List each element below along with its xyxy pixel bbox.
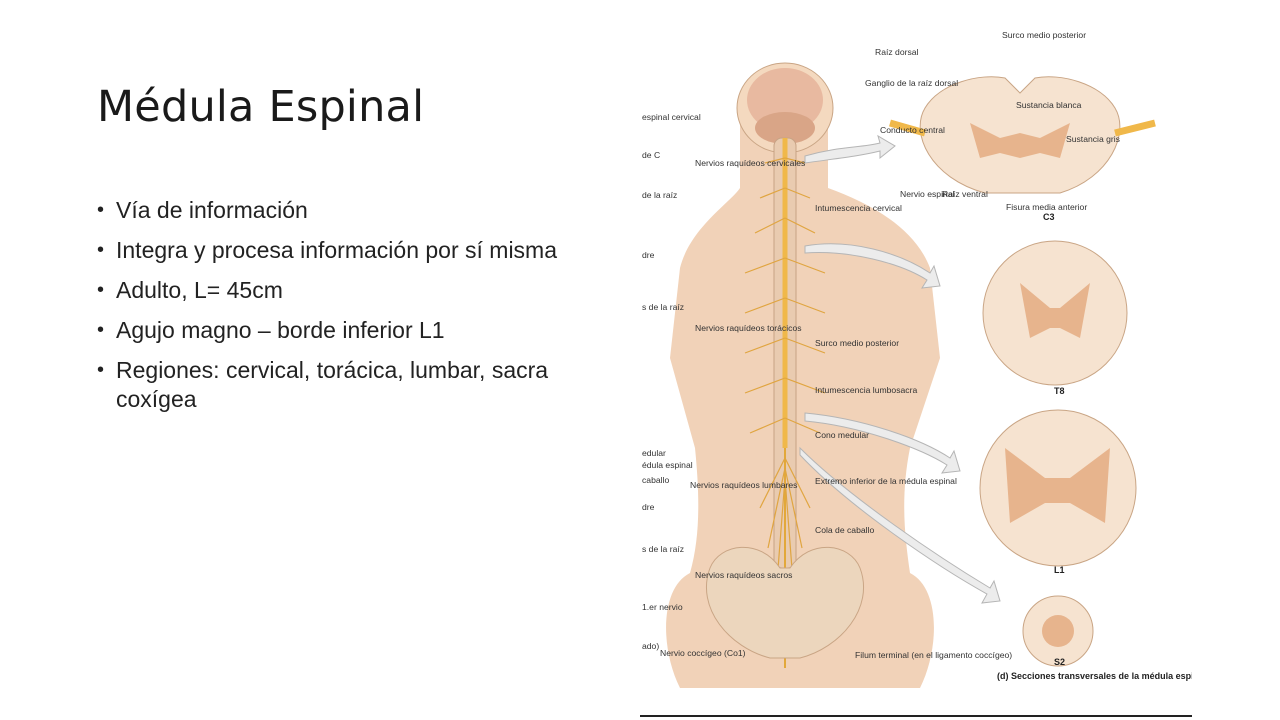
bullet-dot: • [97, 239, 105, 261]
bullet-text: Regiones: cervical, torácica, lumbar, sa… [116, 357, 549, 412]
bullet-item: • Regiones: cervical, torácica, lumbar, s… [97, 356, 617, 414]
bullet-item: • Integra y procesa información por sí mi… [97, 236, 617, 265]
spinal-cord-illustration: espinal cervical de C de la raíz dre s d… [640, 28, 1192, 718]
fig-label: C3 [1043, 212, 1055, 222]
fig-label: Filum terminal (en el ligamento coccígeo… [855, 650, 1012, 660]
fig-label: Nervios raquídeos sacros [695, 570, 792, 580]
fig-label: Nervios raquídeos cervicales [695, 158, 805, 168]
bullet-item: • Vía de información [97, 196, 617, 225]
fig-label: Fisura media anterior [1006, 202, 1087, 212]
fig-label: dre [642, 502, 655, 512]
fig-label: Sustancia blanca [1016, 100, 1082, 110]
bullet-item: • Agujo magno – borde inferior L1 [97, 316, 617, 345]
fig-label: s de la raíz [642, 544, 684, 554]
spinal-nerves [744, 157, 826, 609]
fig-label: Conducto central [880, 125, 945, 135]
fig-label: caballo [642, 475, 669, 485]
fig-label: de C [642, 150, 660, 160]
fig-label: s de la raíz [642, 302, 684, 312]
section-l1 [979, 409, 1137, 567]
fig-label: ado) [642, 641, 659, 651]
fig-label: Nervios raquídeos torácicos [695, 323, 802, 333]
cerebellum [755, 112, 815, 144]
fig-label: Raíz ventral [942, 189, 988, 199]
bullet-dot: • [97, 279, 105, 301]
fig-label: Cola de caballo [815, 525, 874, 535]
fig-caption: (d) Secciones transversales de la médula… [997, 671, 1192, 681]
fig-label: Nervios raquídeos lumbares [690, 480, 797, 490]
section-s2 [1022, 595, 1094, 667]
fig-label: Ganglio de la raíz dorsal [865, 78, 958, 88]
bullet-item: • Adulto, L= 45cm [97, 276, 617, 305]
fig-label: Intumescencia lumbosacra [815, 385, 917, 395]
fig-label: T8 [1054, 386, 1065, 396]
bullet-list: • Vía de información • Integra y procesa i… [97, 196, 617, 425]
bullet-dot: • [97, 199, 105, 221]
bullet-text: Vía de información [116, 197, 308, 223]
fig-label: S2 [1054, 657, 1065, 667]
bullet-text: Agujo magno – borde inferior L1 [116, 317, 445, 343]
fig-label: espinal cervical [642, 112, 701, 122]
fig-label: Extremo inferior de la médula espinal [815, 476, 957, 486]
slide-title: Médula Espinal [97, 82, 425, 132]
fig-label: L1 [1054, 565, 1065, 575]
bullet-dot: • [97, 319, 105, 341]
pelvis [705, 546, 865, 659]
bullet-text: Integra y procesa información por sí mis… [116, 237, 558, 263]
section-arrows [799, 134, 1001, 604]
section-c3 [889, 76, 1156, 194]
fig-label: dre [642, 250, 655, 260]
fig-label: de la raíz [642, 190, 677, 200]
fig-label: Cono medular [815, 430, 869, 440]
bullet-text: Adulto, L= 45cm [116, 277, 283, 303]
section-t8 [982, 240, 1128, 386]
fig-label: Surco medio posterior [1002, 30, 1086, 40]
bullet-dot: • [97, 359, 105, 381]
fig-label: Surco medio posterior [815, 338, 899, 348]
fig-label: édula espinal [642, 460, 693, 470]
back-silhouette [666, 73, 940, 688]
fig-label: Nervio espinal [900, 189, 955, 199]
fig-label: Intumescencia cervical [815, 203, 902, 213]
anatomy-figure: espinal cervical de C de la raíz dre s d… [640, 30, 1192, 717]
fig-label: Sustancia gris [1066, 134, 1120, 144]
fig-label: 1.er nervio [642, 602, 683, 612]
fig-label: Nervio coccígeo (Co1) [660, 648, 746, 658]
fig-label: edular [642, 448, 666, 458]
fig-label: Raíz dorsal [875, 47, 919, 57]
